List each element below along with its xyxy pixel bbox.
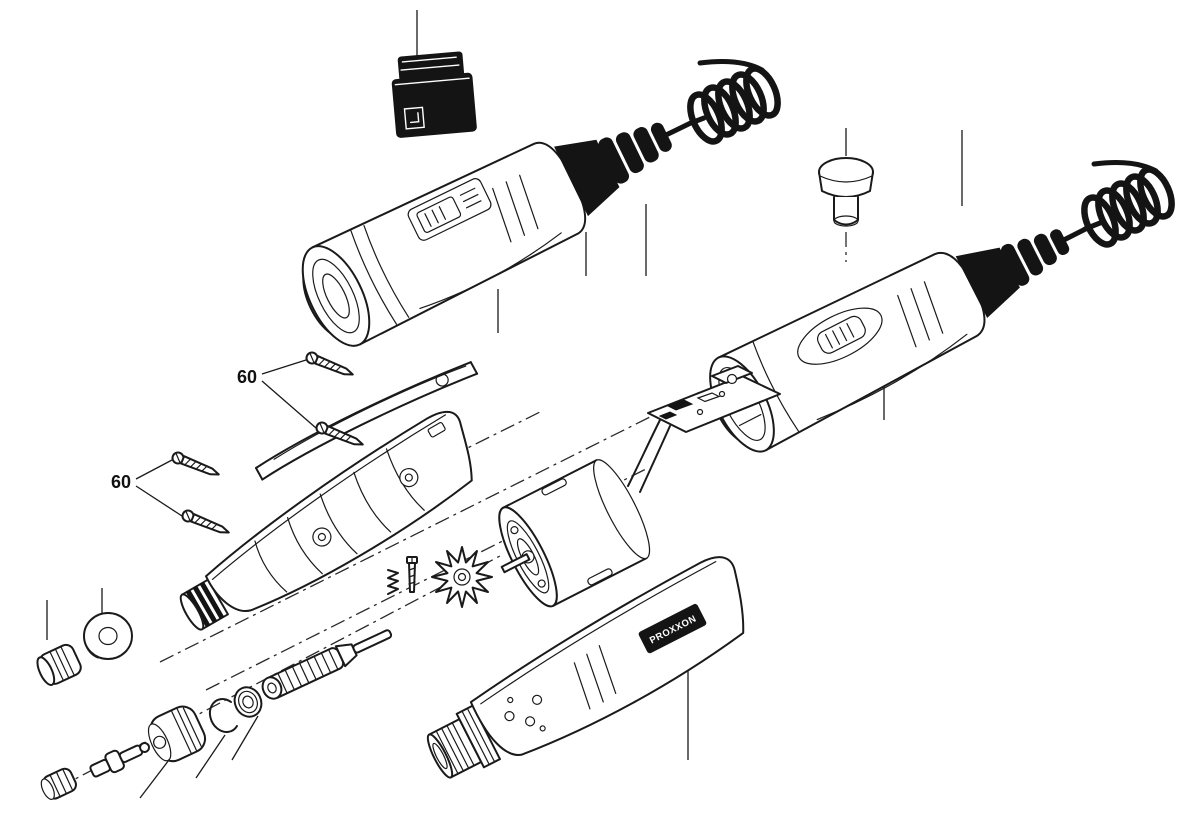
callout-line bbox=[231, 715, 259, 761]
push-button-cap bbox=[818, 157, 874, 227]
motor-shaft bbox=[500, 553, 531, 574]
ball-bearing bbox=[233, 686, 263, 718]
assembly-axis-lines bbox=[57, 232, 847, 789]
small-spring bbox=[387, 569, 399, 595]
motor-wire bbox=[627, 419, 661, 487]
upper-housing-shell bbox=[179, 410, 473, 631]
spacer-ring bbox=[83, 612, 133, 660]
coiled-cord-right bbox=[1081, 160, 1175, 248]
power-adapter-icon bbox=[391, 51, 477, 138]
axis-line bbox=[159, 391, 701, 663]
fan-impeller bbox=[431, 546, 493, 608]
screw-boss bbox=[399, 467, 419, 488]
cord-boot bbox=[955, 225, 1091, 318]
assembled-tool-right bbox=[709, 225, 1091, 453]
assembled-tool-left bbox=[301, 119, 695, 347]
motor-wire bbox=[639, 425, 671, 493]
coiled-cord-left bbox=[687, 59, 781, 145]
motor bbox=[498, 459, 651, 608]
screw-group-left: 60 bbox=[111, 451, 230, 534]
collet-cap bbox=[36, 643, 82, 686]
snap-ring bbox=[208, 698, 238, 733]
clamp-nut bbox=[147, 705, 207, 763]
switch-opening bbox=[797, 307, 883, 365]
grub-screw bbox=[406, 556, 418, 593]
housing-screw bbox=[171, 451, 220, 476]
callout-line bbox=[139, 755, 173, 799]
callout-line bbox=[195, 734, 226, 779]
housing-cover-strip bbox=[255, 361, 479, 481]
collet bbox=[40, 767, 77, 800]
cord-boot bbox=[554, 119, 695, 217]
spindle-shaft bbox=[264, 629, 393, 699]
washer bbox=[261, 676, 283, 700]
slider-switch bbox=[407, 178, 492, 241]
bit-arbor bbox=[89, 741, 151, 778]
screw-callout-60-a: 60 bbox=[237, 367, 257, 387]
housing-screw bbox=[305, 351, 354, 376]
screw-boss bbox=[312, 527, 332, 547]
circuit-board bbox=[627, 365, 781, 493]
lower-housing-shell: PROXXON bbox=[426, 556, 745, 779]
screw-group-top: 60 bbox=[237, 351, 364, 446]
housing-screw bbox=[315, 421, 364, 446]
housing-screw bbox=[181, 509, 230, 534]
screw-callout-60-b: 60 bbox=[111, 472, 131, 492]
